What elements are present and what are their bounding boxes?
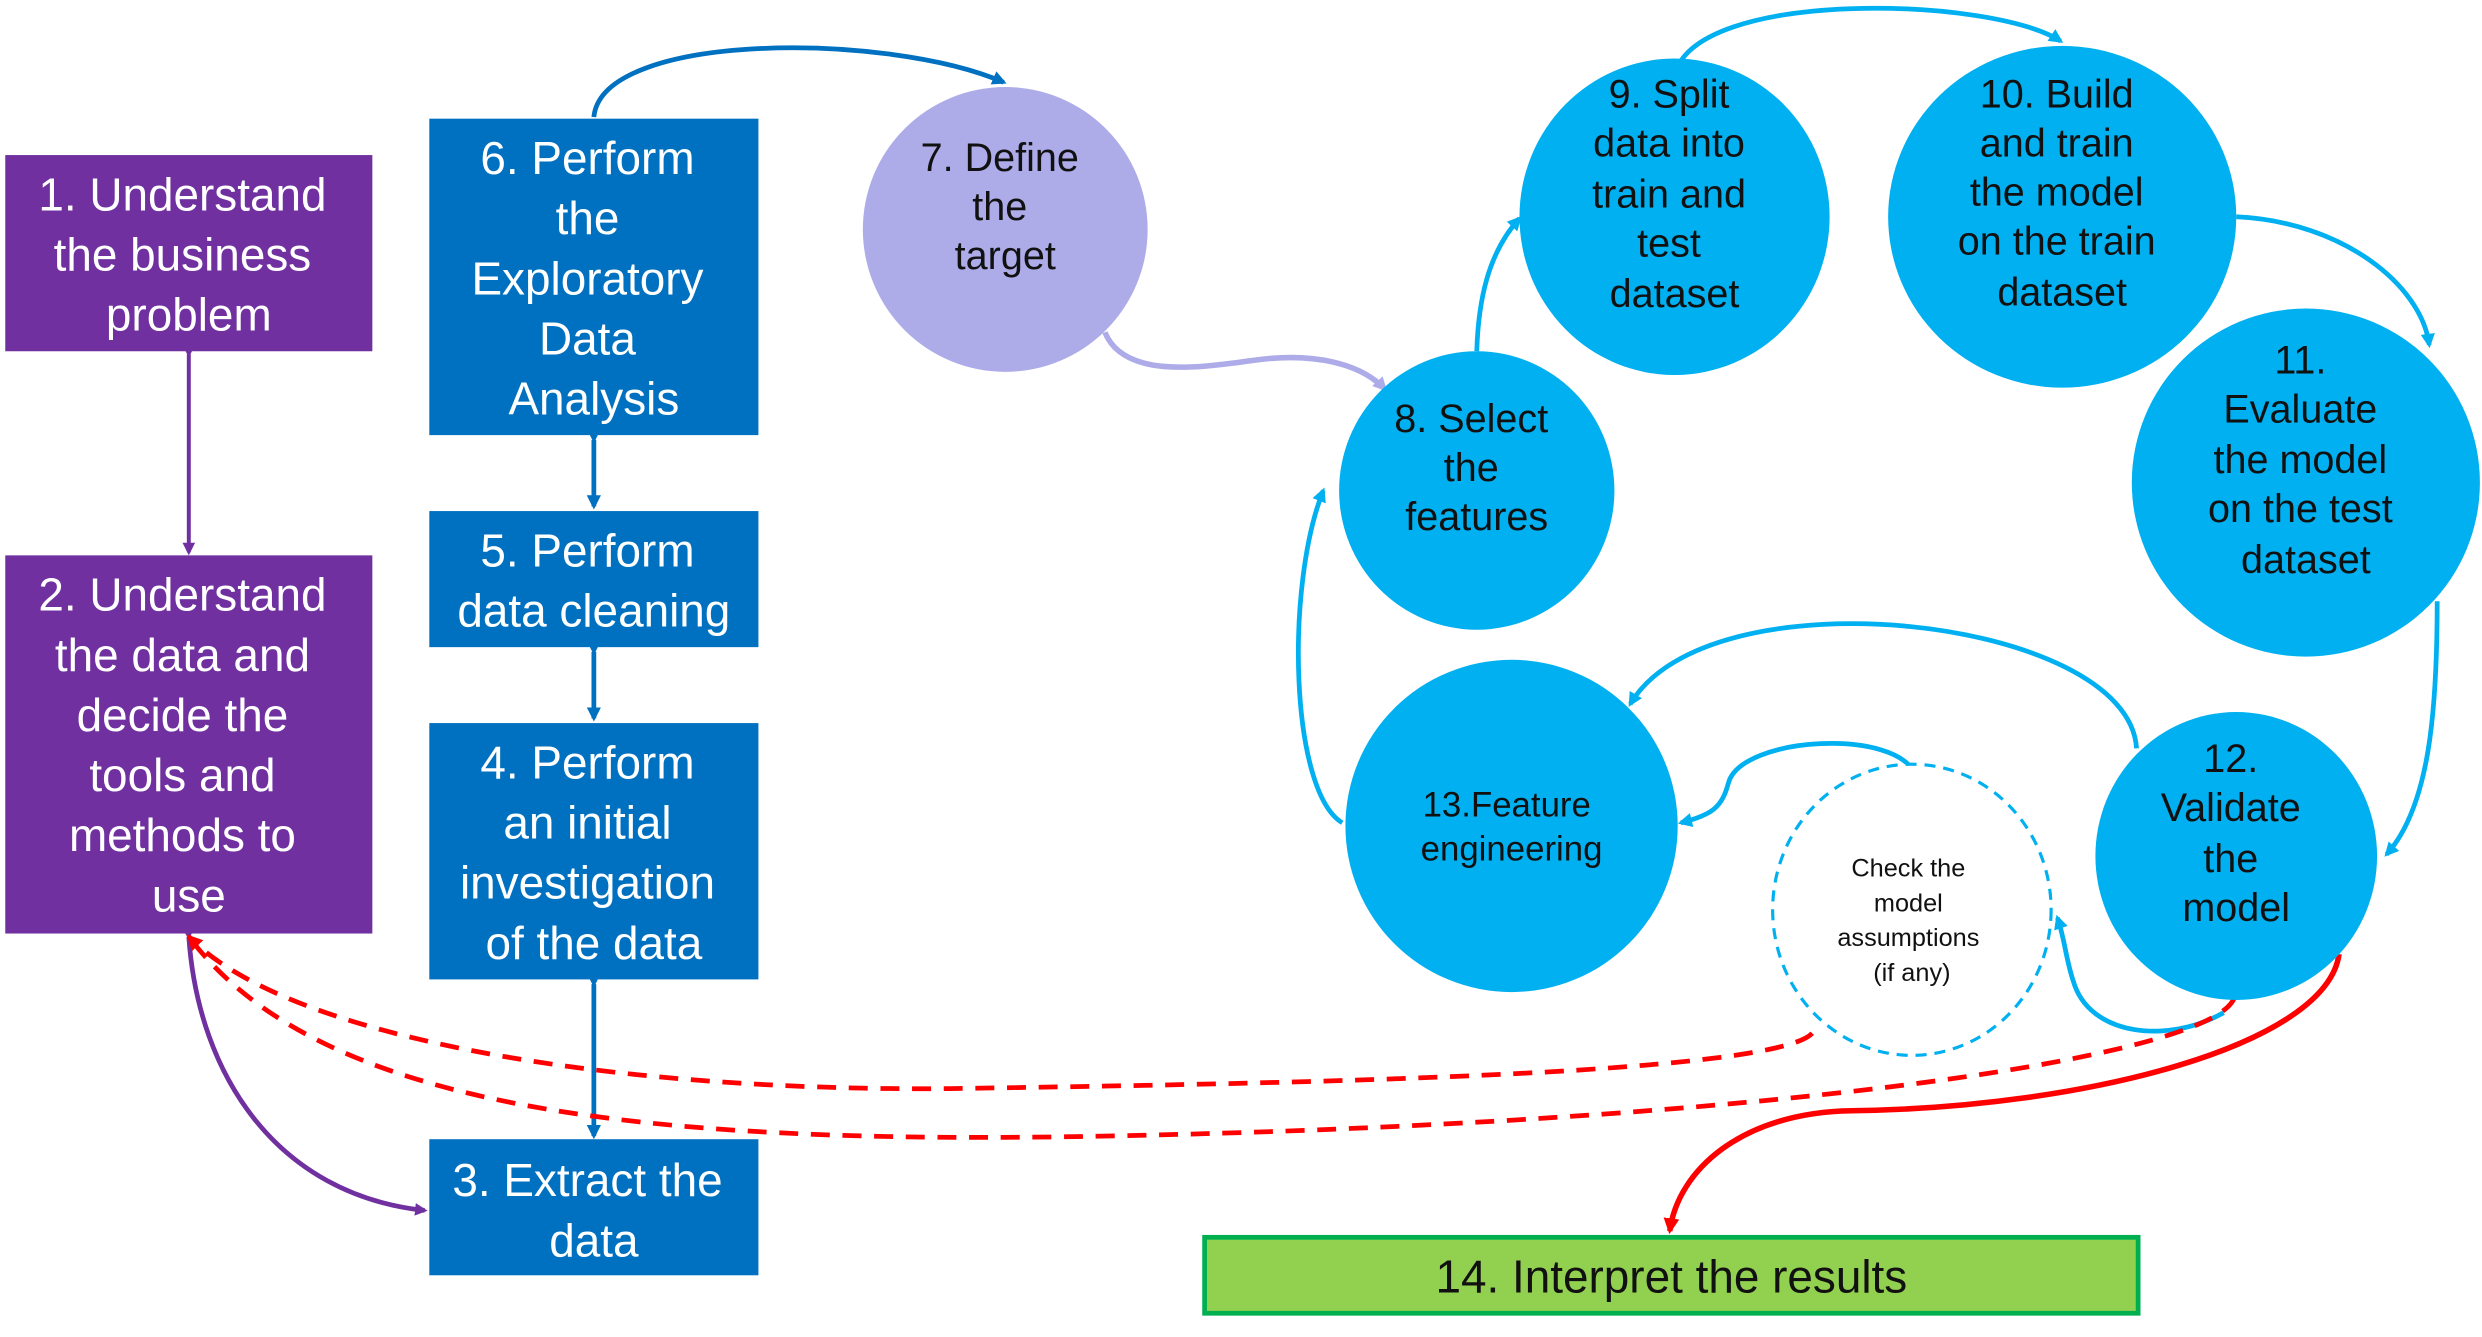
svg-text:2. Understand the data a: 2. Understand the data and decide the to… bbox=[38, 569, 339, 922]
node-7-define-target: 7. Define the target bbox=[862, 87, 1148, 372]
node-5-data-cleaning: 5. Perform data cleaning bbox=[429, 511, 759, 648]
arrow-2-3 bbox=[181, 926, 428, 1216]
svg-text:8. Select the feat: 8. Select the features bbox=[1394, 397, 1559, 539]
svg-text:10. Build and train: 10. Build and train the model on the tra… bbox=[1958, 73, 2167, 315]
node-12-validate-model: 12. Validate the model bbox=[2095, 712, 2378, 1000]
node-2-understand-data: 2. Understand the data and decide the to… bbox=[5, 555, 373, 934]
node-4-initial-investigation: 4. Perform an initial investigation of t… bbox=[429, 723, 759, 980]
connectors bbox=[181, 5, 2440, 1235]
arrow-13-8 bbox=[1296, 487, 1344, 825]
arrow-11-12 bbox=[2384, 601, 2440, 857]
node-check-assumptions: Check the model assumptions (if any) bbox=[1771, 762, 2053, 1057]
svg-text:11. Evaluate the m: 11. Evaluate the model on the test datas… bbox=[2208, 338, 2404, 581]
arrow-7-8 bbox=[1102, 331, 1388, 392]
svg-text:1. Understand the busine: 1. Understand the business problem bbox=[38, 168, 339, 340]
svg-text:13.Feature engineering: 13.Feature engineering bbox=[1421, 785, 1603, 868]
arrow-6-7 bbox=[591, 45, 1007, 118]
node-13-feature-engineering: 13.Feature engineering bbox=[1345, 659, 1678, 993]
svg-text:4. Perform an initial: 4. Perform an initial investigation of t… bbox=[460, 736, 728, 968]
node-14-interpret-results: 14. Interpret the results bbox=[1202, 1234, 2141, 1316]
node-11-evaluate-model: 11. Evaluate the model on the test datas… bbox=[2131, 308, 2480, 657]
node-8-select-features: 8. Select the features bbox=[1339, 351, 1615, 630]
node-9-split-data: 9. Split data into train and test datase… bbox=[1519, 58, 1830, 375]
arrow-12-2-dashed bbox=[186, 935, 2237, 1140]
svg-text:3. Extract the data: 3. Extract the data bbox=[452, 1154, 735, 1266]
svg-text:6. Perform the Exp: 6. Perform the Exploratory Data Analysis bbox=[471, 132, 716, 425]
svg-text:Check the model as: Check the model assumptions (if any) bbox=[1837, 855, 1986, 987]
arrow-check-13 bbox=[1677, 741, 1918, 827]
arrow-9-10 bbox=[1672, 5, 2064, 77]
arrow-8-9 bbox=[1474, 216, 1522, 352]
node-10-build-train-model: 10. Build and train the model on the tra… bbox=[1888, 45, 2237, 388]
arrow-check-2-dashed bbox=[186, 934, 1814, 1092]
svg-text:9. Split data into: 9. Split data into train and test datase… bbox=[1592, 73, 1757, 316]
svg-text:14. Interpret the results: 14. Interpret the results bbox=[1435, 1251, 1907, 1303]
arrow-12-14 bbox=[1663, 953, 2342, 1235]
arrow-12-13 bbox=[1628, 621, 2139, 749]
node-1-understand-business-problem: 1. Understand the business problem bbox=[5, 155, 373, 352]
svg-text:5. Perform data cleaning: 5. Perform data cleaning bbox=[457, 524, 730, 636]
svg-text:7. Define the targ: 7. Define the target bbox=[921, 136, 1090, 278]
svg-text:12. Validate the: 12. Validate the model bbox=[2161, 737, 2312, 930]
arrow-10-11 bbox=[2236, 214, 2435, 349]
node-3-extract-data: 3. Extract the data bbox=[429, 1139, 759, 1276]
node-6-eda: 6. Perform the Exploratory Data Analysis bbox=[429, 118, 759, 436]
arrow-12-check bbox=[2054, 914, 2225, 1034]
